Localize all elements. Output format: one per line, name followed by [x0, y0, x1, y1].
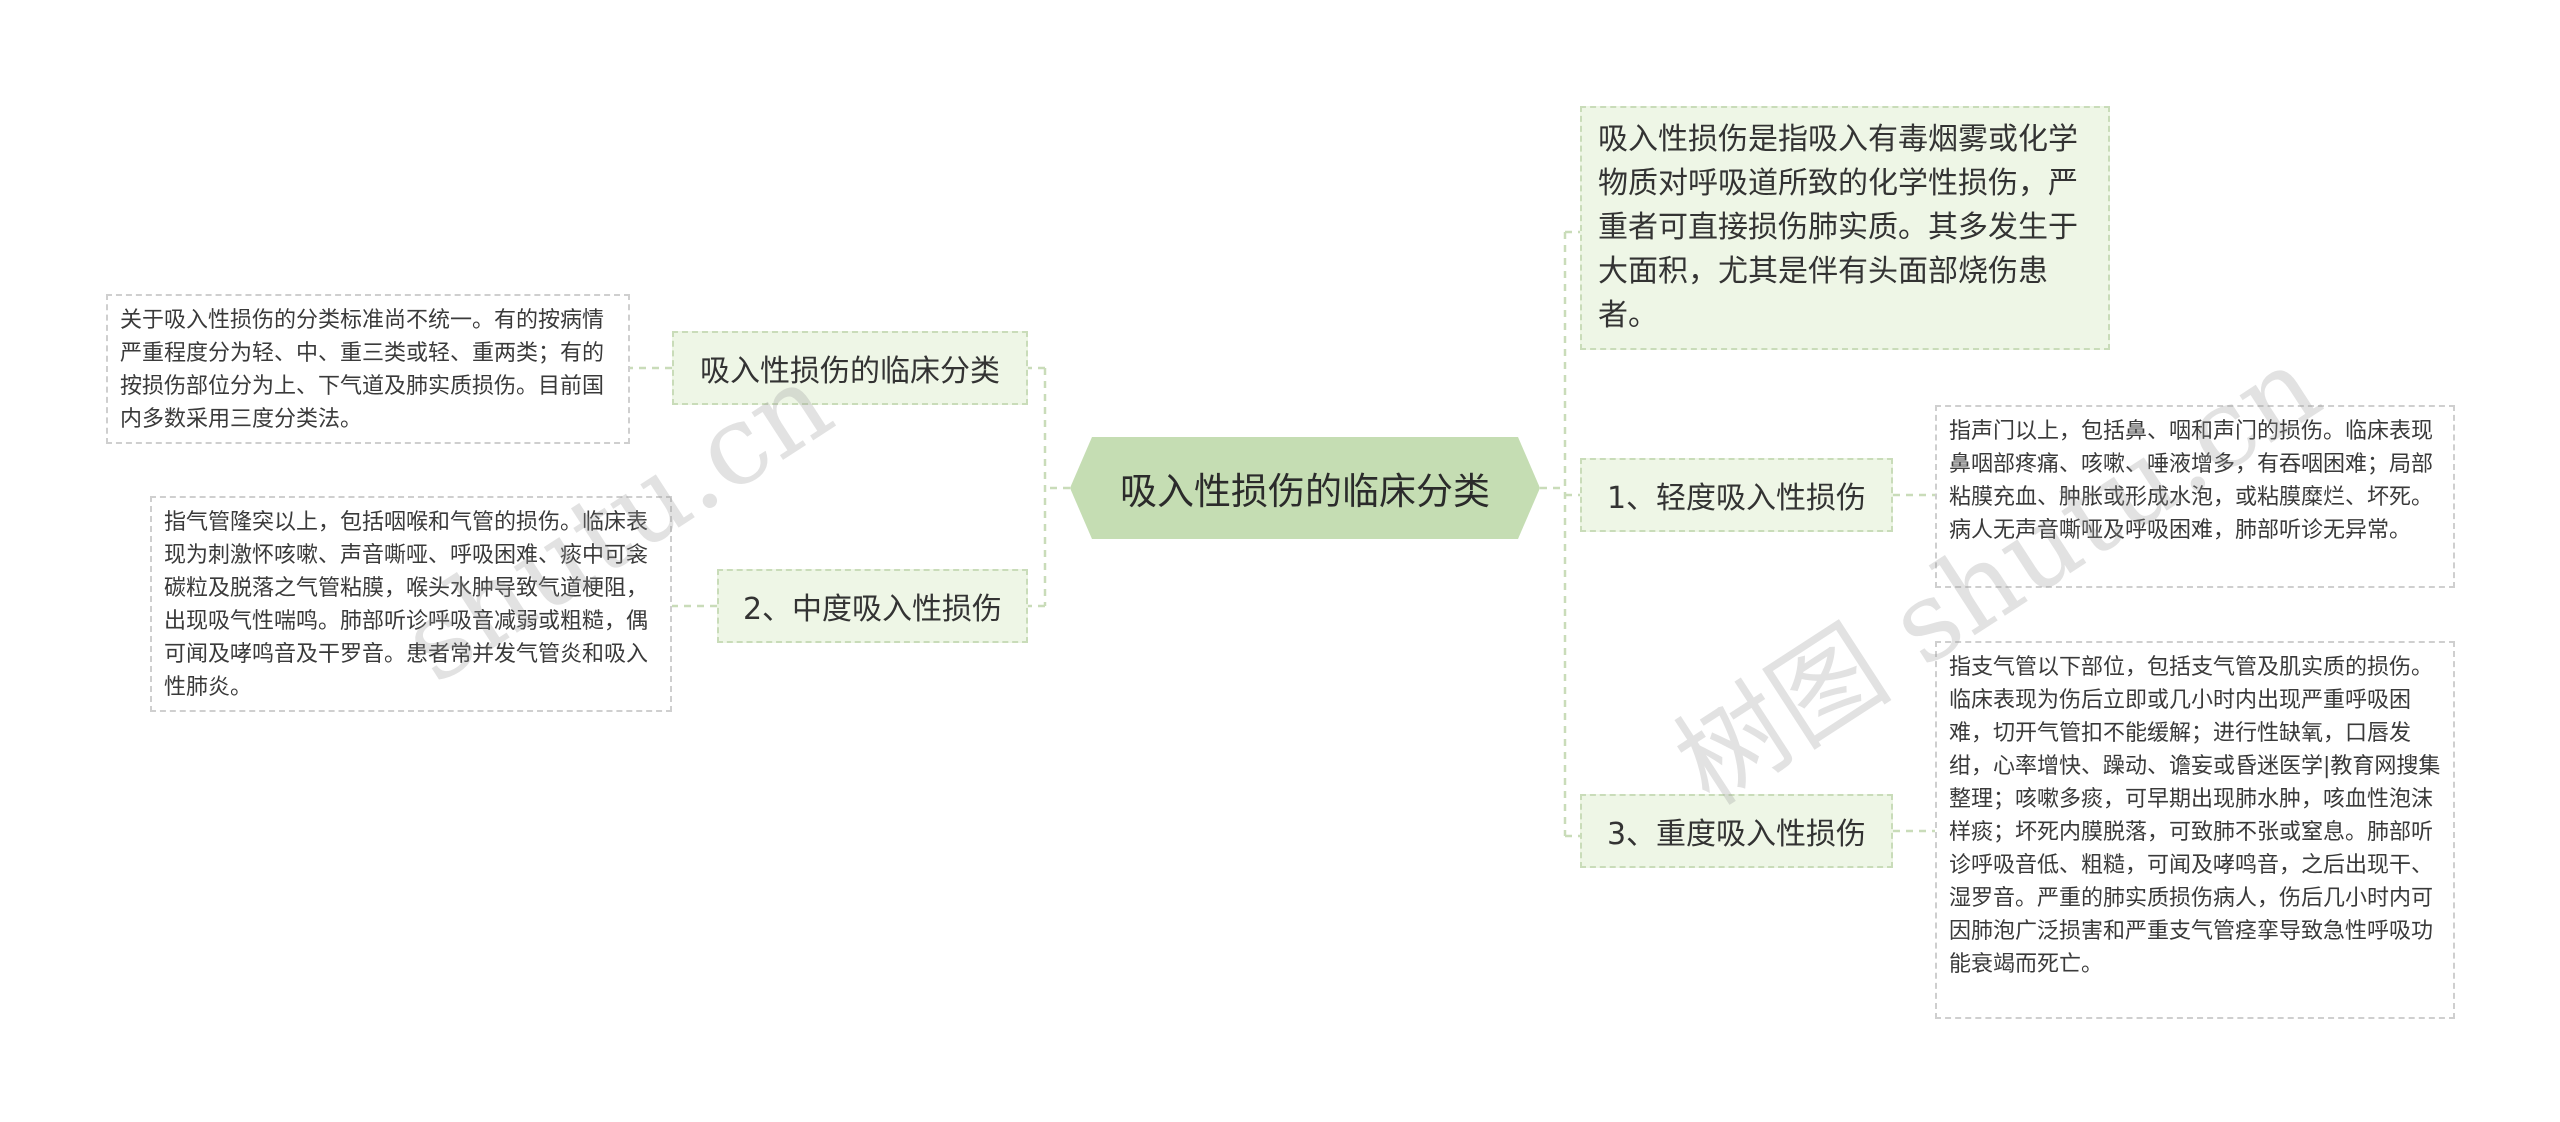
branch-classification[interactable]: 吸入性损伤的临床分类 — [672, 331, 1028, 405]
branch-severe[interactable]: 3、重度吸入性损伤 — [1580, 794, 1893, 868]
branch-mild-label: 1、轻度吸入性损伤 — [1606, 481, 1867, 516]
branch-mild[interactable]: 1、轻度吸入性损伤 — [1580, 458, 1893, 532]
central-topic[interactable]: 吸入性损伤的临床分类 — [1070, 437, 1540, 539]
branch-severe-label: 3、重度吸入性损伤 — [1606, 817, 1867, 852]
note-classification[interactable]: 关于吸入性损伤的分类标准尚不统一。有的按病情严重程度分为轻、中、重三类或轻、重两… — [106, 294, 630, 444]
note-moderate-text: 指气管隆突以上，包括咽喉和气管的损伤。临床表现为刺激怀咳嗽、声音嘶哑、呼吸困难、… — [164, 510, 649, 700]
note-severe[interactable]: 指支气管以下部位，包括支气管及肌实质的损伤。临床表现为伤后立即或几小时内出现严重… — [1935, 641, 2455, 1019]
definition-node[interactable]: 吸入性损伤是指吸入有毒烟雾或化学物质对呼吸道所致的化学性损伤，严重者可直接损伤肺… — [1580, 106, 2110, 350]
connector-center-left — [1028, 366, 1070, 608]
note-severe-text: 指支气管以下部位，包括支气管及肌实质的损伤。临床表现为伤后立即或几小时内出现严重… — [1949, 655, 2441, 977]
branch-classification-label: 吸入性损伤的临床分类 — [700, 354, 1000, 389]
note-classification-text: 关于吸入性损伤的分类标准尚不统一。有的按病情严重程度分为轻、中、重三类或轻、重两… — [120, 308, 605, 432]
note-moderate[interactable]: 指气管隆突以上，包括咽喉和气管的损伤。临床表现为刺激怀咳嗽、声音嘶哑、呼吸困难、… — [150, 496, 672, 712]
note-mild-text: 指声门以上，包括鼻、咽和声门的损伤。临床表现鼻咽部疼痛、咳嗽、唾液增多，有吞咽困… — [1949, 419, 2434, 543]
definition-text: 吸入性损伤是指吸入有毒烟雾或化学物质对呼吸道所致的化学性损伤，严重者可直接损伤肺… — [1598, 122, 2078, 333]
central-topic-label: 吸入性损伤的临床分类 — [1120, 470, 1490, 513]
note-mild[interactable]: 指声门以上，包括鼻、咽和声门的损伤。临床表现鼻咽部疼痛、咳嗽、唾液增多，有吞咽困… — [1935, 405, 2455, 588]
branch-moderate[interactable]: 2、中度吸入性损伤 — [717, 569, 1028, 643]
branch-moderate-label: 2、中度吸入性损伤 — [742, 592, 1003, 627]
connector-center-right — [1540, 230, 1580, 838]
